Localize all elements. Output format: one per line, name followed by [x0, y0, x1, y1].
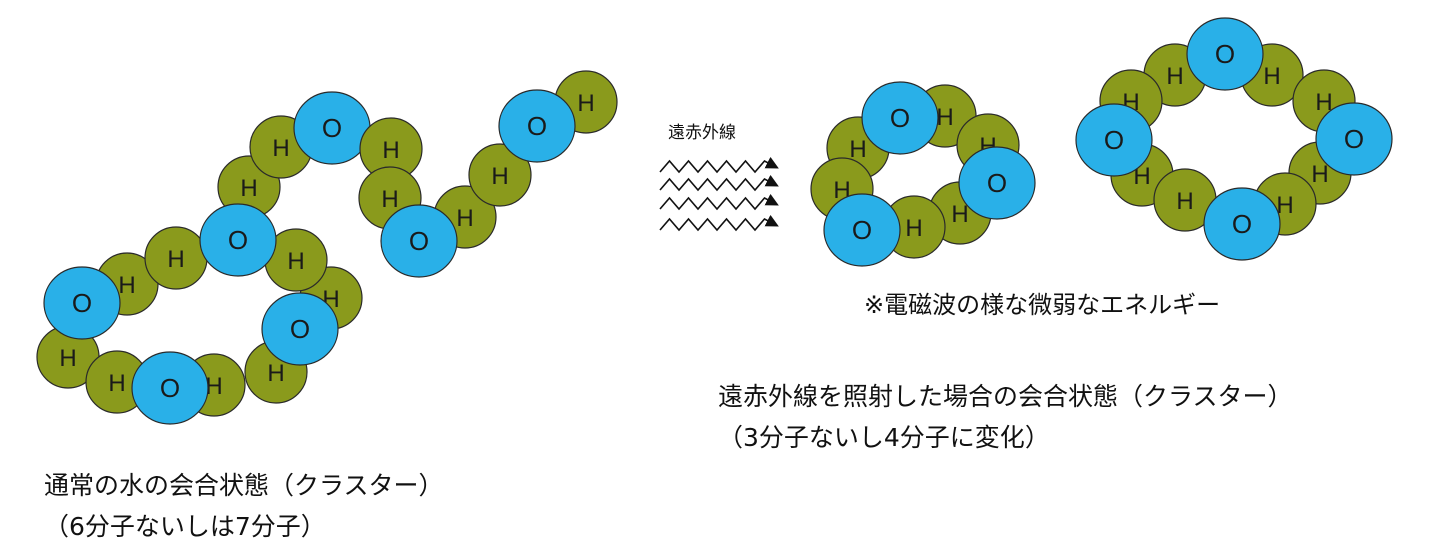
oxygen-label: O — [852, 215, 872, 245]
oxygen-atom: O — [958, 146, 1036, 220]
oxygen-atom: O — [293, 91, 371, 165]
oxygen-circle — [861, 81, 939, 155]
oxygen-label: O — [890, 103, 910, 133]
oxygen-circle — [261, 292, 339, 366]
oxygen-circle — [498, 89, 576, 163]
oxygen-circle — [199, 203, 277, 277]
hydrogen-circle — [468, 143, 532, 207]
oxygen-circle — [958, 146, 1036, 220]
hydrogen-label: H — [272, 135, 289, 162]
hydrogen-label: H — [108, 370, 125, 397]
hydrogen-label: H — [577, 90, 594, 117]
oxygen-atom: O — [43, 266, 121, 340]
hydrogen-label: H — [287, 248, 304, 275]
wave-arrow — [659, 193, 779, 211]
oxygen-atom: O — [261, 292, 339, 366]
oxygen-circle — [43, 266, 121, 340]
hydrogen-atom: H — [144, 226, 208, 290]
oxygen-label: O — [1232, 209, 1252, 239]
oxygen-label: O — [228, 225, 248, 255]
oxygen-label: O — [987, 168, 1007, 198]
oxygen-atom: O — [131, 351, 209, 425]
oxygen-circle — [1203, 187, 1281, 261]
oxygen-atom: O — [823, 193, 901, 267]
hydrogen-label: H — [456, 205, 473, 232]
wave-arrow — [659, 156, 779, 174]
hydrogen-label: H — [1133, 163, 1150, 190]
hydrogen-atom: H — [264, 228, 328, 292]
oxygen-label: O — [72, 288, 92, 318]
oxygen-atom: O — [199, 203, 277, 277]
oxygen-atom: O — [1075, 103, 1153, 177]
irradiated-cluster-subcaption: （3分子ないし4分子に変化） — [718, 423, 1050, 452]
oxygen-circle — [1186, 17, 1264, 91]
hydrogen-label: H — [240, 175, 257, 202]
far-infrared-label: 遠赤外線 — [668, 123, 736, 143]
hydrogen-label: H — [1263, 63, 1280, 90]
oxygen-circle — [823, 193, 901, 267]
oxygen-label: O — [1104, 125, 1124, 155]
wave-arrow — [659, 174, 779, 192]
hydrogen-label: H — [267, 360, 284, 387]
hydrogen-label: H — [951, 201, 968, 228]
hydrogen-label: H — [1176, 188, 1193, 215]
hydrogen-label: H — [167, 246, 184, 273]
hydrogen-atom: H — [359, 117, 423, 181]
hydrogen-atom: H — [1153, 168, 1217, 232]
hydrogen-label: H — [381, 186, 398, 213]
oxygen-label: O — [160, 373, 180, 403]
hydrogen-label: H — [205, 373, 222, 400]
oxygen-atom: O — [498, 89, 576, 163]
oxygen-atom: O — [861, 81, 939, 155]
oxygen-circle — [1315, 102, 1393, 176]
hydrogen-label: H — [1166, 63, 1183, 90]
oxygen-label: O — [322, 113, 342, 143]
hydrogen-label: H — [382, 137, 399, 164]
oxygen-label: O — [1215, 39, 1235, 69]
hydrogen-label: H — [1315, 89, 1332, 116]
oxygen-label: O — [409, 226, 429, 256]
hydrogen-label: H — [1311, 161, 1328, 188]
oxygen-label: O — [527, 111, 547, 141]
normal-cluster-subcaption: （6分子ないしは7分子） — [44, 512, 326, 541]
far-infrared-waves — [659, 156, 779, 232]
hydrogen-atom: H — [85, 350, 149, 414]
hydrogen-label: H — [849, 136, 866, 163]
hydrogen-atom: H — [468, 143, 532, 207]
hydrogen-label: H — [936, 104, 953, 131]
oxygen-label: O — [290, 314, 310, 344]
oxygen-atom: O — [1203, 187, 1281, 261]
energy-note: ※電磁波の様な微弱なエネルギー — [864, 291, 1221, 319]
oxygen-atom: O — [1315, 102, 1393, 176]
irradiated-cluster-caption: 遠赤外線を照射した場合の会合状態（クラスター） — [718, 382, 1293, 411]
hydrogen-label: H — [1276, 192, 1293, 219]
oxygen-atom: O — [380, 204, 458, 278]
hydrogen-label: H — [59, 345, 76, 372]
oxygen-atom: O — [1186, 17, 1264, 91]
hydrogen-atom: H — [882, 195, 946, 259]
normal-cluster-caption: 通常の水の会合状態（クラスター） — [44, 471, 444, 500]
oxygen-circle — [1075, 103, 1153, 177]
hydrogen-label: H — [118, 272, 135, 299]
oxygen-circle — [131, 351, 209, 425]
oxygen-circle — [380, 204, 458, 278]
wave-arrow — [659, 214, 779, 232]
hydrogen-label: H — [491, 163, 508, 190]
oxygen-label: O — [1344, 124, 1364, 154]
hydrogen-label: H — [905, 215, 922, 242]
